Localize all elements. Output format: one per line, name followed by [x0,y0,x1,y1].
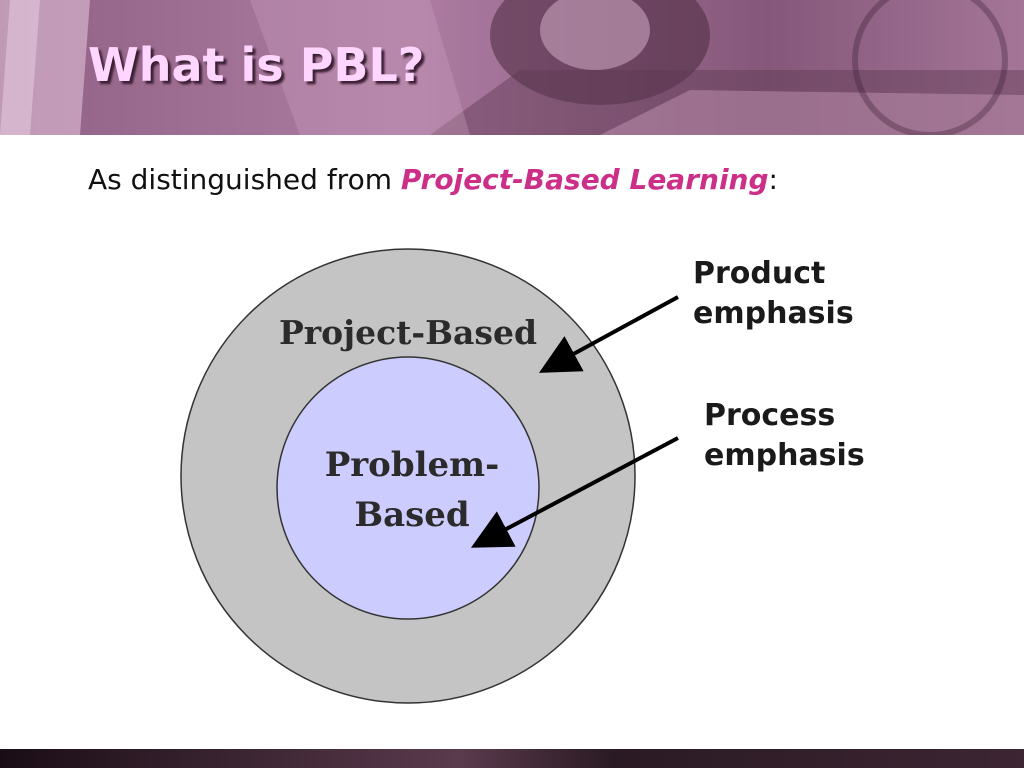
outer-circle-label: Project-Based [279,313,537,352]
process-arrow [470,436,679,548]
callout-product-line1: Product [693,256,826,291]
inner-circle-label-line2: Based [354,495,469,535]
slide-subtitle: As distinguished from Project-Based Lear… [88,163,778,196]
inner-circle-label-line1: Problem- [325,445,500,485]
inner-circle-problem-based [276,356,540,620]
product-emphasis-callout: Product emphasis [693,254,854,334]
callout-process-line2: emphasis [704,438,865,473]
callout-product-line2: emphasis [693,296,854,331]
slide-title: What is PBL? [88,38,425,92]
header-photo [0,0,1024,135]
subtitle-emphasis: Project-Based Learning [400,163,769,196]
subtitle-suffix: : [768,163,778,196]
process-emphasis-callout: Process emphasis [704,396,865,476]
subtitle-prefix: As distinguished from [88,163,401,196]
product-arrow [538,295,679,373]
pbl-diagram: Project-Based Problem- Based [180,248,679,704]
callout-process-line1: Process [704,398,836,433]
footer-banner [0,749,1024,768]
header-banner: What is PBL? [0,0,1024,135]
